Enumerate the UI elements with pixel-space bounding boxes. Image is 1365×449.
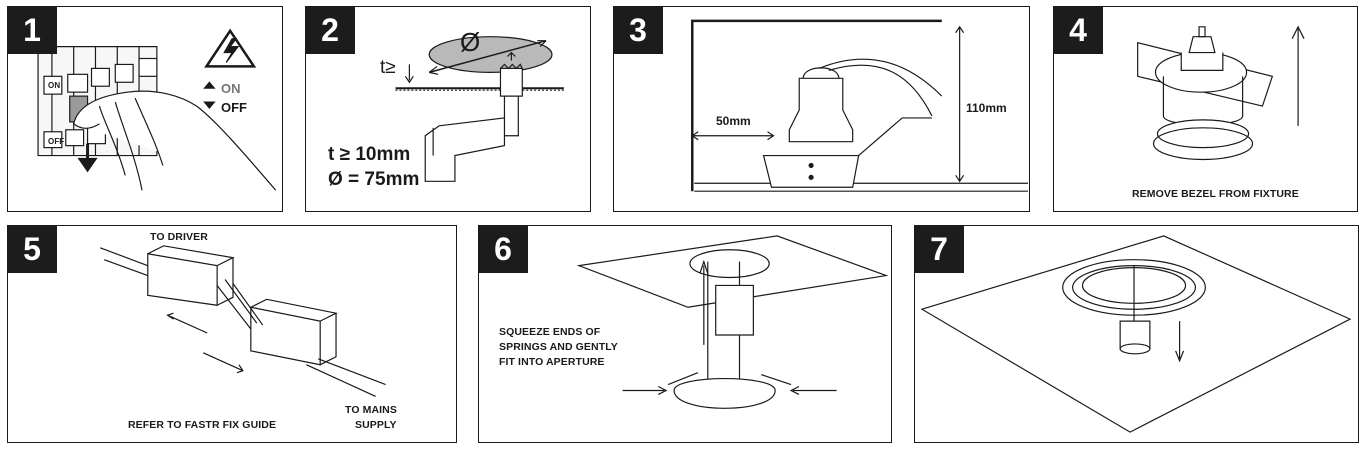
- step-3-panel: 3 50mm 110mm: [613, 6, 1030, 212]
- step-number: 7: [915, 226, 964, 273]
- thickness-symbol: t≥: [380, 57, 396, 78]
- to-driver-label: TO DRIVER: [150, 231, 208, 243]
- connector-illustration: [100, 245, 386, 397]
- step-number: 3: [614, 7, 663, 54]
- remove-bezel-illustration: [1137, 25, 1305, 161]
- step-number: 1: [8, 7, 57, 54]
- hole-cutting-illustration: [395, 36, 564, 182]
- step-6-panel: 6 SQUEEZE ENDS OF SPRINGS AND GENTLY FIT…: [478, 225, 892, 443]
- step-5-panel: 5 TO DRIVER TO MAINS SUPPLY REFER TO FAS…: [7, 225, 457, 443]
- step-5-caption: REFER TO FASTR FIX GUIDE: [128, 419, 277, 431]
- step-number: 6: [479, 226, 528, 273]
- insert-fixture-illustration: [576, 235, 889, 409]
- step-6-caption-line1: SQUEEZE ENDS OF: [499, 326, 601, 338]
- clearance-illustration: [691, 19, 1028, 192]
- step-number: 2: [306, 7, 355, 54]
- step-4-caption: REMOVE BEZEL FROM FIXTURE: [1132, 188, 1299, 200]
- step-number: 4: [1054, 7, 1103, 54]
- switch-off-text: OFF: [48, 137, 65, 146]
- step-6-caption-line2: SPRINGS AND GENTLY: [499, 341, 618, 353]
- switch-on-text: ON: [48, 81, 61, 90]
- to-mains-label-line1: TO MAINS: [345, 404, 397, 416]
- step-7-panel: 7: [914, 225, 1359, 443]
- on-label: ON: [221, 81, 241, 96]
- thickness-spec: t ≥ 10mm: [328, 144, 411, 165]
- step-6-caption-line3: FIT INTO APERTURE: [499, 356, 605, 368]
- height-clearance-label: 110mm: [966, 101, 1007, 115]
- step-4-panel: 4 REMOVE BEZEL FROM FIXTURE: [1053, 6, 1358, 212]
- diameter-spec: Ø = 75mm: [328, 169, 420, 190]
- step-1-panel: 1 ON OFF ON OFF: [7, 6, 283, 212]
- step-2-panel: 2 t≥ Ø t ≥ 10mm Ø = 75mm: [305, 6, 591, 212]
- step-number: 5: [8, 226, 57, 273]
- off-label: OFF: [221, 100, 247, 115]
- breaker-illustration: [37, 28, 277, 191]
- diameter-symbol: Ø: [460, 27, 481, 57]
- side-clearance-label: 50mm: [716, 114, 751, 128]
- install-bezel-illustration: [920, 235, 1352, 433]
- to-mains-label-line2: SUPPLY: [355, 419, 397, 431]
